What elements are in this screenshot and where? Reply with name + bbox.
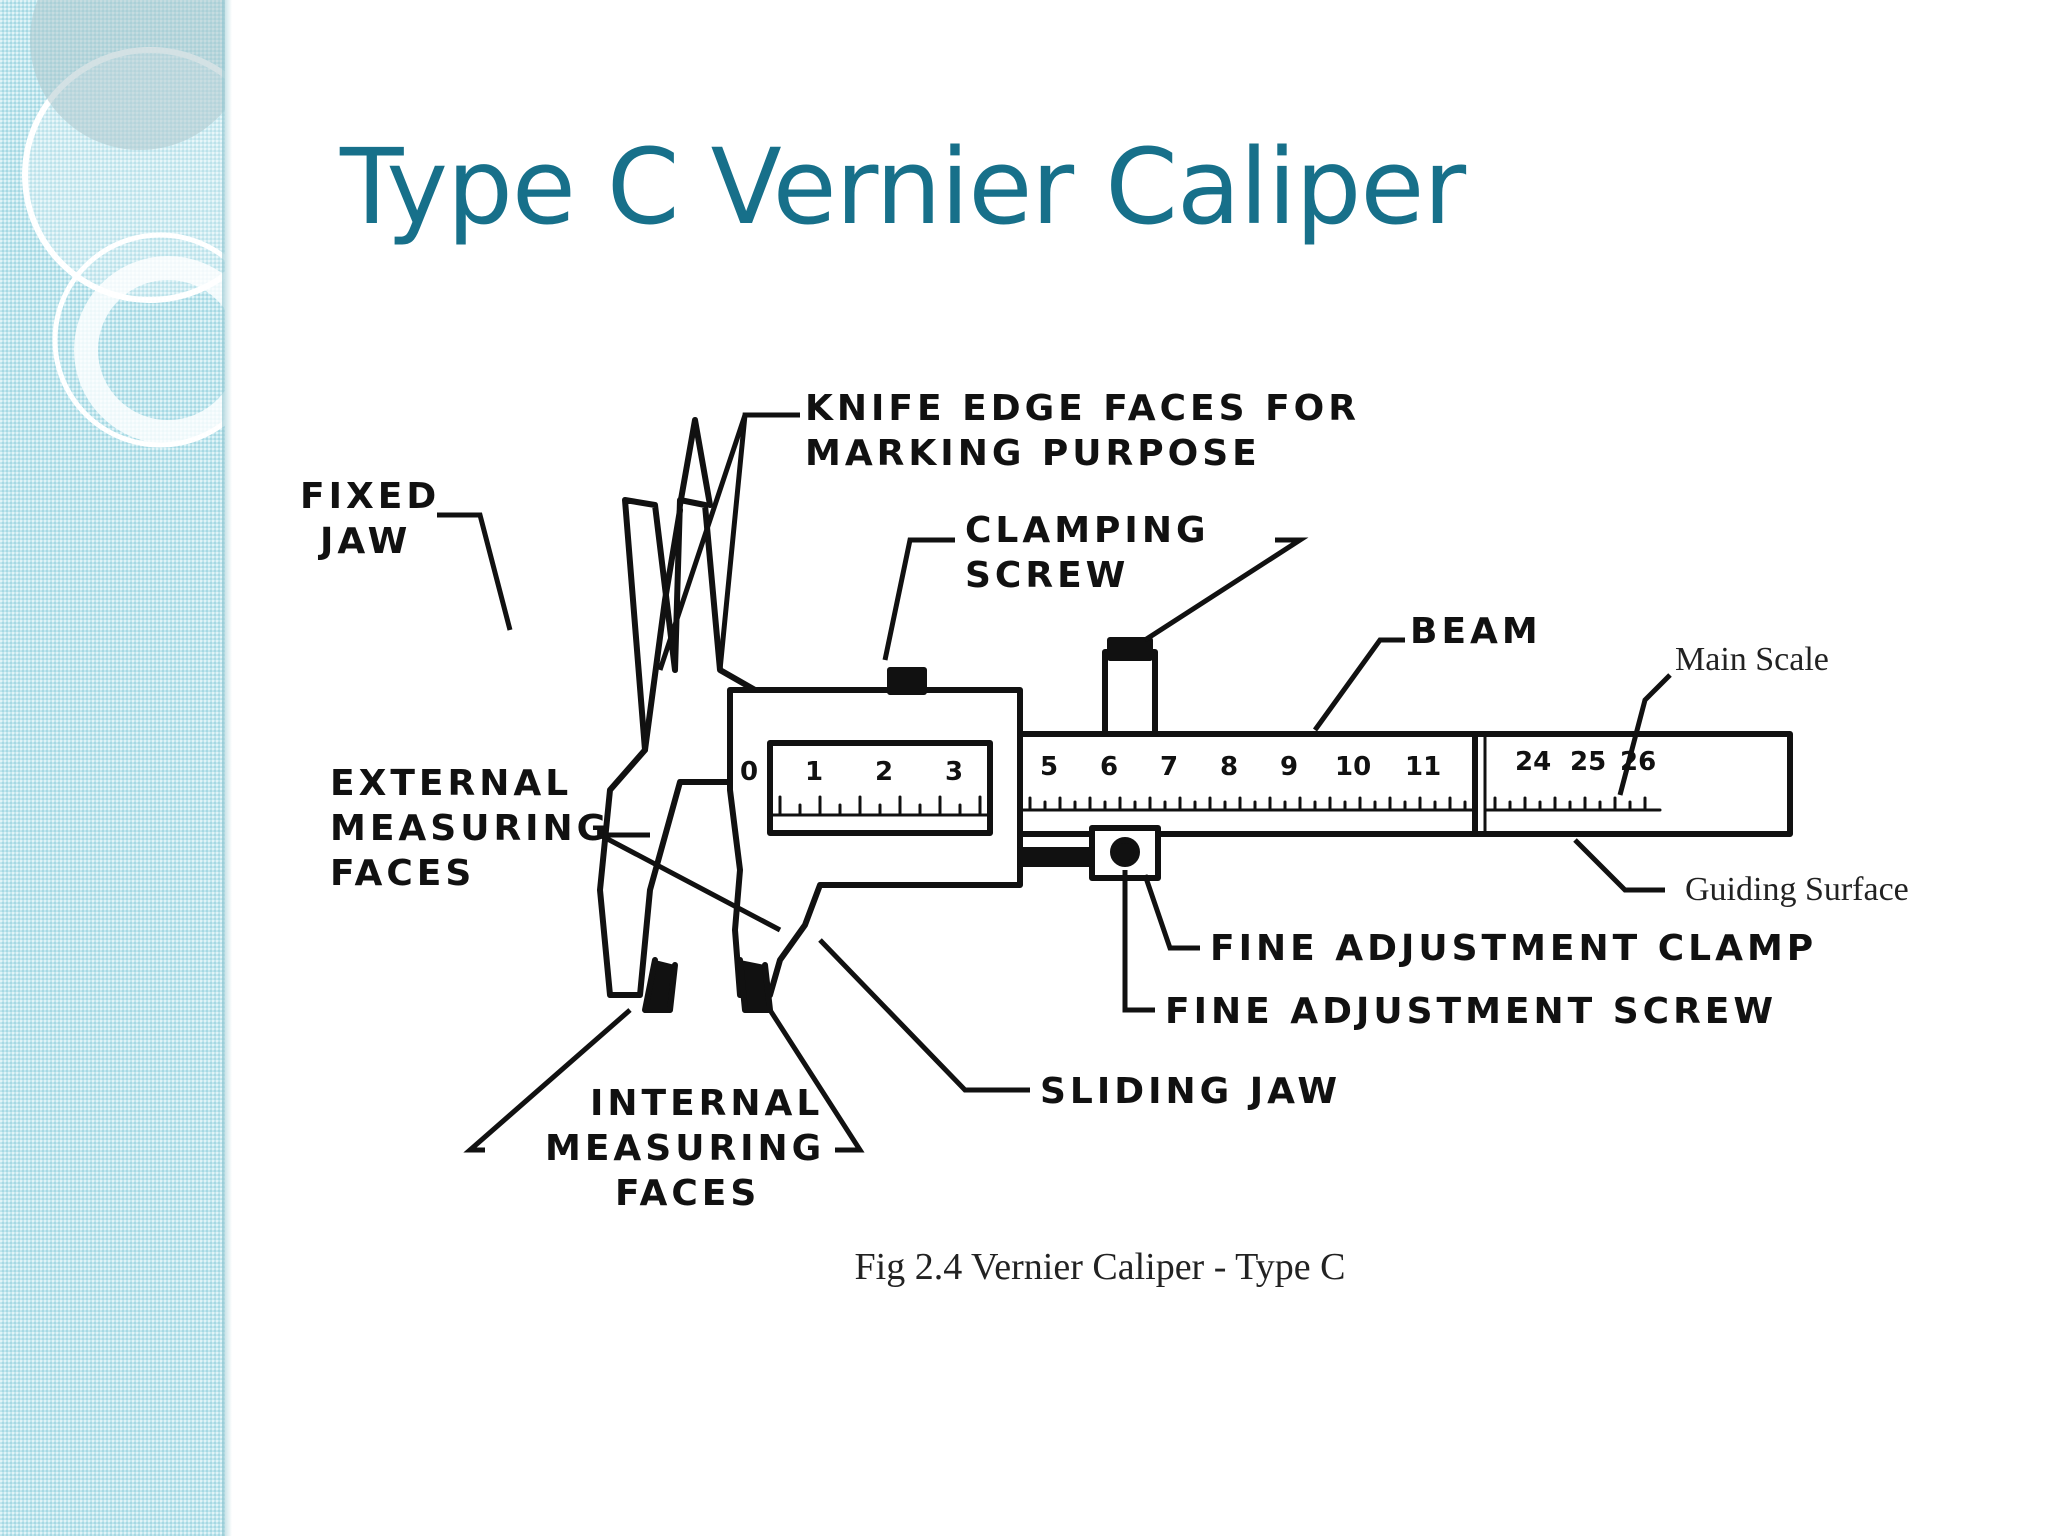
leader-main-scale: [1617, 673, 1672, 796]
leader-fine-screw: [1122, 870, 1155, 1013]
leader-sliding-jaw: [818, 938, 1030, 1093]
leader-guiding: [1573, 838, 1665, 893]
leader-knife-2: [657, 414, 748, 671]
main-scale-number: 6: [1100, 752, 1118, 782]
vernier-window: [767, 740, 993, 836]
label-main-scale: Main Scale: [1675, 641, 1829, 678]
main-scale-number: 9: [1280, 752, 1298, 782]
label-external-line2: MEASURING: [330, 808, 610, 849]
main-scale-number: 24: [1515, 747, 1551, 777]
vernier-number: 3: [945, 757, 963, 787]
leader-clamp-1: [882, 537, 955, 661]
decorative-rings: [22, 0, 225, 448]
adjust-rod: [1017, 847, 1095, 867]
beam-body: [1017, 731, 1793, 837]
leader-lines: [437, 412, 1672, 1153]
main-scale-ticks: [1028, 796, 1647, 812]
label-fixed-jaw-line2: JAW: [317, 521, 411, 562]
internal-face-left: [642, 957, 678, 1013]
leader-internal-right: [767, 1008, 865, 1153]
main-scale-number: 5: [1040, 752, 1058, 782]
label-sliding-jaw: SLIDING JAW: [1040, 1071, 1341, 1112]
leader-clamp-2: [1143, 537, 1309, 643]
label-fine-clamp: FINE ADJUSTMENT CLAMP: [1210, 928, 1817, 969]
knife-edge-fixed: [677, 417, 713, 508]
caliper-drawing: [597, 417, 1793, 1013]
main-scale-number: 25: [1570, 747, 1606, 777]
vernier-number: 2: [875, 757, 893, 787]
sliding-jaw-body: [727, 687, 1023, 998]
clamping-screw-1: [887, 667, 927, 695]
label-knife-edge-line1: KNIFE EDGE FACES FOR: [805, 388, 1360, 429]
vernier-caliper-diagram: KNIFE EDGE FACES FOR MARKING PURPOSE FIX…: [300, 388, 1909, 1214]
label-external-line3: FACES: [330, 853, 475, 894]
vernier-ticks: [778, 795, 982, 817]
label-internal-line1: INTERNAL: [590, 1083, 823, 1124]
vernier-number: 0: [740, 757, 758, 787]
label-clamping-line1: CLAMPING: [965, 510, 1210, 551]
fine-adjust-screw-knob: [1110, 837, 1140, 867]
leader-external: [598, 832, 782, 933]
slide-title: Type C Vernier Caliper: [340, 126, 1466, 248]
fine-adjust-slider: [1102, 649, 1158, 737]
label-fixed-jaw-line1: FIXED: [300, 476, 440, 517]
leader-beam: [1312, 637, 1405, 732]
figure-caption: Fig 2.4 Vernier Caliper - Type C: [854, 1246, 1346, 1288]
vernier-number: 1: [805, 757, 823, 787]
label-internal-line2: MEASURING: [545, 1128, 825, 1169]
label-guiding-surface: Guiding Surface: [1685, 871, 1909, 908]
main-scale-number: 11: [1405, 752, 1441, 782]
sidebar-shadow: [222, 0, 232, 1536]
label-beam: BEAM: [1410, 611, 1542, 652]
internal-face-right: [737, 957, 773, 1013]
clamping-screw-2: [1107, 637, 1153, 661]
label-fine-screw: FINE ADJUSTMENT SCREW: [1165, 991, 1777, 1032]
label-internal-line3: FACES: [615, 1173, 760, 1214]
main-scale-number: 7: [1160, 752, 1178, 782]
decorative-sidebar: [0, 0, 225, 1536]
main-scale-number: 8: [1220, 752, 1238, 782]
label-knife-edge-line2: MARKING PURPOSE: [805, 433, 1261, 474]
leader-fine-clamp: [1142, 874, 1200, 951]
label-clamping-line2: SCREW: [965, 555, 1129, 596]
label-external-line1: EXTERNAL: [330, 763, 572, 804]
leader-internal-left: [463, 1008, 632, 1153]
main-scale-number: 26: [1620, 747, 1656, 777]
main-scale-number: 10: [1335, 752, 1371, 782]
knife-edge-slide: [642, 507, 683, 753]
leader-fixed-jaw: [437, 512, 513, 631]
